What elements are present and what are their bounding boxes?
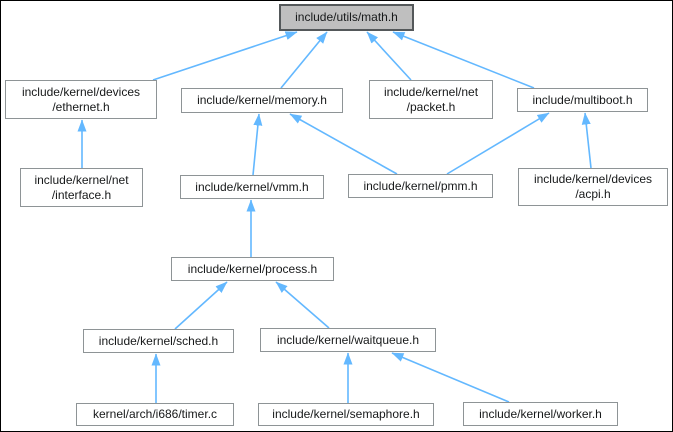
- edge-memory-to-math: [280, 31, 328, 89]
- node-sched[interactable]: include/kernel/sched.h: [83, 329, 234, 353]
- node-label-line: include/kernel/process.h: [187, 261, 318, 276]
- node-label-line: /packet.h: [406, 99, 456, 114]
- node-timer[interactable]: kernel/arch/i686/timer.c: [76, 403, 234, 426]
- node-interface[interactable]: include/kernel/net/interface.h: [20, 168, 143, 207]
- edge-pmm-to-multiboot: [446, 112, 550, 175]
- node-label-line: include/utils/math.h: [295, 10, 398, 24]
- node-packet[interactable]: include/kernel/net/packet.h: [369, 80, 493, 119]
- node-process[interactable]: include/kernel/process.h: [171, 257, 334, 281]
- node-label-line: include/kernel/memory.h: [197, 93, 327, 107]
- node-semaphore[interactable]: include/kernel/semaphore.h: [258, 403, 434, 426]
- node-label-line: include/kernel/sched.h: [98, 333, 219, 348]
- node-label-line: include/kernel/pmm.h: [363, 178, 478, 193]
- node-ethernet[interactable]: include/kernel/devices/ethernet.h: [5, 80, 157, 119]
- node-worker[interactable]: include/kernel/worker.h: [463, 402, 618, 426]
- edge-pmm-to-memory: [289, 113, 398, 175]
- edge-worker-to-waitqueue: [391, 352, 510, 403]
- edge-packet-to-math: [366, 31, 412, 81]
- node-label-line: kernel/arch/i686/timer.c: [92, 407, 218, 421]
- node-label-line: include/kernel/net: [383, 84, 479, 99]
- node-label-line: include/kernel/devices: [21, 84, 141, 99]
- node-acpi[interactable]: include/kernel/devices/acpi.h: [518, 168, 668, 206]
- node-label-line: include/kernel/worker.h: [479, 406, 602, 421]
- node-label-line: include/kernel/vmm.h: [195, 179, 309, 194]
- edge-acpi-to-multiboot: [581, 112, 592, 169]
- node-math[interactable]: include/utils/math.h: [279, 4, 414, 31]
- edge-waitqueue-to-process: [275, 281, 330, 329]
- edge-ethernet-to-math: [152, 31, 298, 81]
- edge-vmm-to-memory: [252, 113, 263, 176]
- node-vmm[interactable]: include/kernel/vmm.h: [180, 175, 324, 199]
- node-label-line: include/multiboot.h: [532, 92, 633, 107]
- node-waitqueue[interactable]: include/kernel/waitqueue.h: [260, 328, 436, 352]
- node-label-line: include/kernel/semaphore.h: [272, 407, 420, 421]
- node-label-line: include/kernel/net: [34, 172, 129, 187]
- node-label-line: /interface.h: [51, 187, 112, 202]
- node-memory[interactable]: include/kernel/memory.h: [181, 88, 343, 113]
- node-label-line: /acpi.h: [575, 187, 611, 201]
- node-label-line: /ethernet.h: [52, 99, 110, 114]
- node-label-line: include/kernel/devices: [533, 172, 653, 186]
- edge-sched-to-process: [174, 281, 228, 330]
- node-multiboot[interactable]: include/multiboot.h: [517, 88, 648, 112]
- node-pmm[interactable]: include/kernel/pmm.h: [348, 174, 493, 198]
- node-label-line: include/kernel/waitqueue.h: [276, 332, 420, 347]
